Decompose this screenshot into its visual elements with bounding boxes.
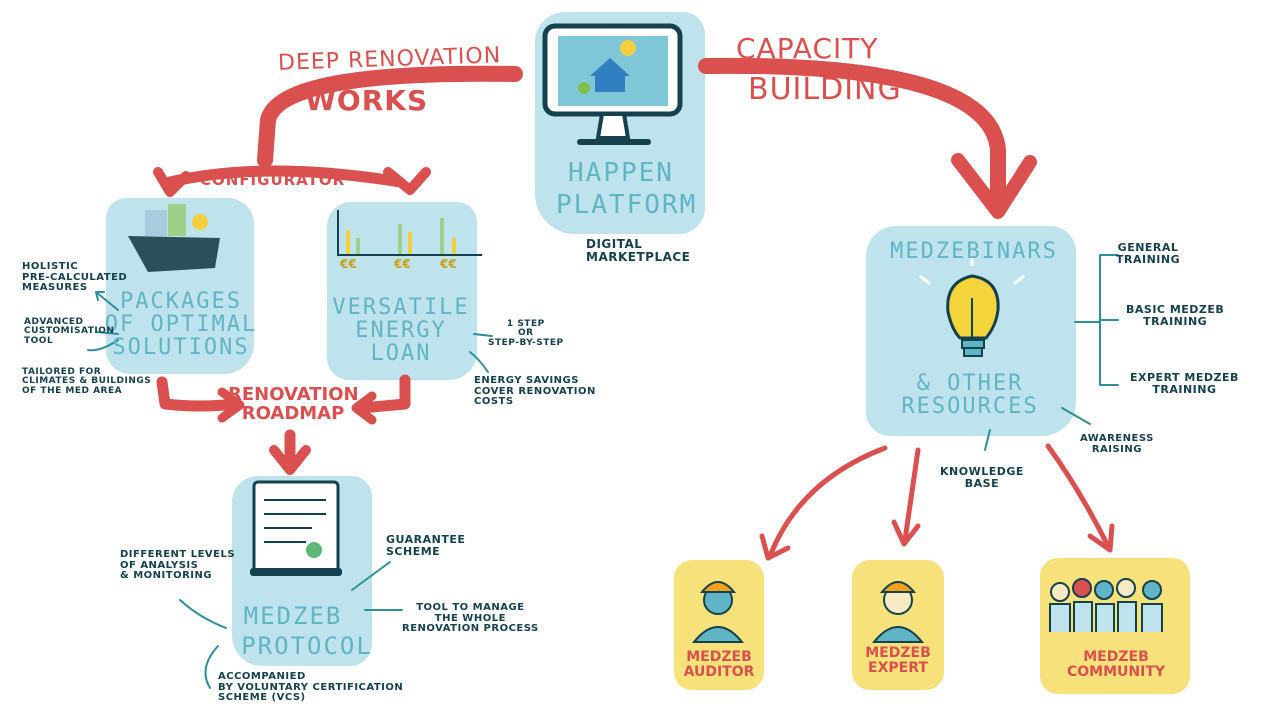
platform-title-line2: PLATFORM — [556, 190, 698, 220]
packages-note-tailored: TAILORED FOR CLIMATES & BUILDINGS OF THE… — [22, 367, 152, 396]
configurator-label: CONFIGURATOR — [200, 171, 346, 189]
knowledge-arrow — [984, 429, 991, 451]
loan-note-savings: ENERGY SAVINGS COVER RENOVATION COSTS — [474, 375, 596, 407]
loan-chart-icon — [337, 210, 482, 256]
community-figures-icon — [1049, 578, 1163, 632]
platform-caption: DIGITAL MARKETPLACE — [586, 237, 691, 264]
packages-note-advanced: ADVANCED CUSTOMISATION TOOL — [24, 317, 115, 346]
guarantee-arrow — [351, 561, 391, 591]
training-bracket — [1074, 254, 1119, 386]
expert-arrowhead — [891, 519, 921, 547]
platform-title-line1: HAPPEN — [568, 158, 674, 188]
configurator-branch — [164, 165, 406, 188]
loan-to-roadmap — [356, 374, 411, 414]
protocol-note-levels: DIFFERENT LEVELS OF ANALYSIS & MONITORIN… — [120, 549, 236, 581]
monitor-icon — [542, 23, 683, 145]
protocol-arrowhead — [269, 445, 311, 475]
auditor-figure-icon — [691, 581, 745, 643]
awareness-arrow — [1061, 407, 1091, 425]
role-expert: MEDZEB EXPERT — [865, 645, 931, 676]
role-auditor: MEDZEB AUDITOR — [683, 649, 755, 680]
to-community-arrow — [1045, 443, 1111, 549]
tailored-arrow — [87, 339, 119, 352]
loan-title: VERSATILE ENERGY LOAN — [332, 295, 470, 367]
capacity-arrowhead — [951, 153, 1037, 219]
protocol-title-line2: PROTOCOL — [241, 632, 373, 660]
works-title: WORKS — [305, 84, 429, 117]
capacity-arrow — [698, 57, 1006, 213]
to-auditor-arrow — [767, 445, 888, 559]
loan-chart-label-3: €€ — [440, 257, 457, 271]
to-expert-arrow — [902, 447, 921, 543]
roadmap-arrowhead-left — [217, 387, 245, 423]
expert-figure-icon — [871, 581, 925, 643]
training-general: GENERAL TRAINING — [1116, 241, 1181, 266]
accompanied-arrow — [204, 645, 219, 689]
protocol-note-accompanied: ACCOMPANIED BY VOLUNTARY CERTIFICATION S… — [218, 671, 404, 703]
protocol-note-tool: TOOL TO MANAGE THE WHOLE RENOVATION PROC… — [402, 602, 539, 634]
webinars-title: MEDZEBINARS — [890, 239, 1058, 264]
different-levels-arrow — [179, 599, 227, 629]
training-expert: EXPERT MEDZEB TRAINING — [1130, 371, 1239, 396]
knowledge-base: KNOWLEDGE BASE — [940, 465, 1024, 490]
building-title: BUILDING — [748, 72, 902, 107]
capacity-title: CAPACITY — [736, 32, 879, 65]
packages-title: PACKAGES OF OPTIMAL SOLUTIONS — [104, 289, 258, 361]
training-basic: BASIC MEDZEB TRAINING — [1126, 303, 1225, 328]
packages-note-holistic: HOLISTIC PRE-CALCULATED MEASURES — [22, 261, 128, 293]
lightbulb-icon — [919, 256, 1025, 357]
certificate-icon — [250, 480, 342, 576]
loan-chart-label-2: €€ — [394, 257, 411, 271]
community-arrowhead — [1087, 523, 1115, 553]
awareness-raising: AWARENESS RAISING — [1080, 433, 1154, 455]
webinars-subtitle: & OTHER RESOURCES — [901, 371, 1039, 420]
loan-step-arrow — [473, 333, 493, 337]
protocol-title-line1: MEDZEB — [243, 602, 343, 630]
advanced-arrow — [95, 331, 119, 335]
protocol-note-guarantee: GUARANTEE SCHEME — [386, 533, 466, 558]
loan-note-step: 1 STEP OR STEP-BY-STEP — [488, 319, 564, 348]
deep-renovation-arrow — [257, 65, 523, 168]
box-icon — [128, 204, 220, 272]
roadmap-title: RENOVATION ROADMAP — [228, 384, 359, 424]
auditor-arrowhead — [759, 533, 791, 561]
roadmap-arrowhead-right — [351, 391, 377, 425]
packages-to-roadmap — [156, 376, 241, 412]
loan-savings-arrow — [469, 351, 489, 373]
loan-chart-label-1: €€ — [340, 257, 357, 271]
arrowhead-left-config — [153, 167, 191, 197]
role-community: MEDZEB COMMUNITY — [1066, 649, 1166, 680]
arrowhead-right-config — [383, 167, 431, 195]
holistic-arrow — [95, 291, 119, 311]
